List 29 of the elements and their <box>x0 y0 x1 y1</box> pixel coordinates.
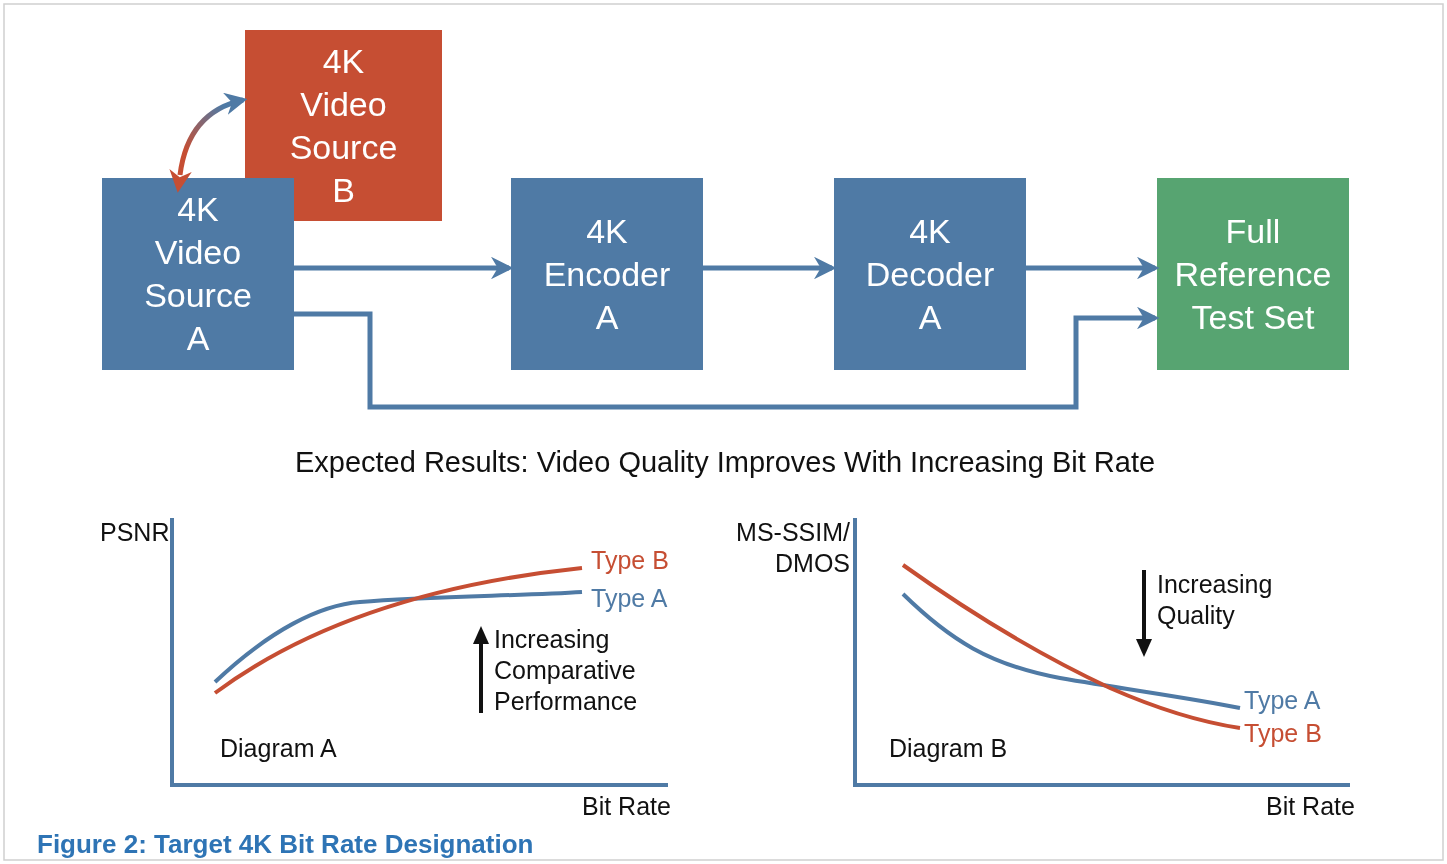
arrow <box>703 256 837 280</box>
node-label: 4K Encoder A <box>542 210 672 338</box>
series-label: Type B <box>591 545 669 576</box>
series-label: Type B <box>1244 718 1322 749</box>
process-box <box>834 178 1026 370</box>
axis-label: PSNR <box>100 517 170 548</box>
process-box <box>1157 178 1349 370</box>
node-label: 4K Video Source B <box>288 40 399 211</box>
arrow <box>294 306 1160 410</box>
node-label: Full Reference Test Set <box>1173 210 1333 338</box>
heading: Expected Results: Video Quality Improves With Increasing Bit Rate <box>293 447 1157 478</box>
figure-caption: Figure 2: Target 4K Bit Rate Designation <box>37 829 534 860</box>
axis-label: Bit Rate <box>582 791 671 822</box>
node-label: 4K Decoder A <box>865 210 995 338</box>
process-box <box>245 30 442 221</box>
node-label: 4K Video Source A <box>143 189 253 359</box>
annotation: Increasing Quality <box>1157 569 1274 631</box>
process-box <box>511 178 703 370</box>
arrow <box>294 256 514 280</box>
axis-label: MS-SSIM/ DMOS <box>735 517 850 579</box>
chart-label: Diagram B <box>889 733 1008 764</box>
axis-label: Bit Rate <box>1266 791 1355 822</box>
series-label: Type A <box>1244 685 1321 716</box>
arrow <box>169 93 248 193</box>
annotation: Increasing Comparative Performance <box>494 624 639 717</box>
chart-label: Diagram A <box>220 733 337 764</box>
series-label: Type A <box>591 583 668 614</box>
process-box <box>102 178 294 370</box>
arrow <box>1026 256 1160 280</box>
